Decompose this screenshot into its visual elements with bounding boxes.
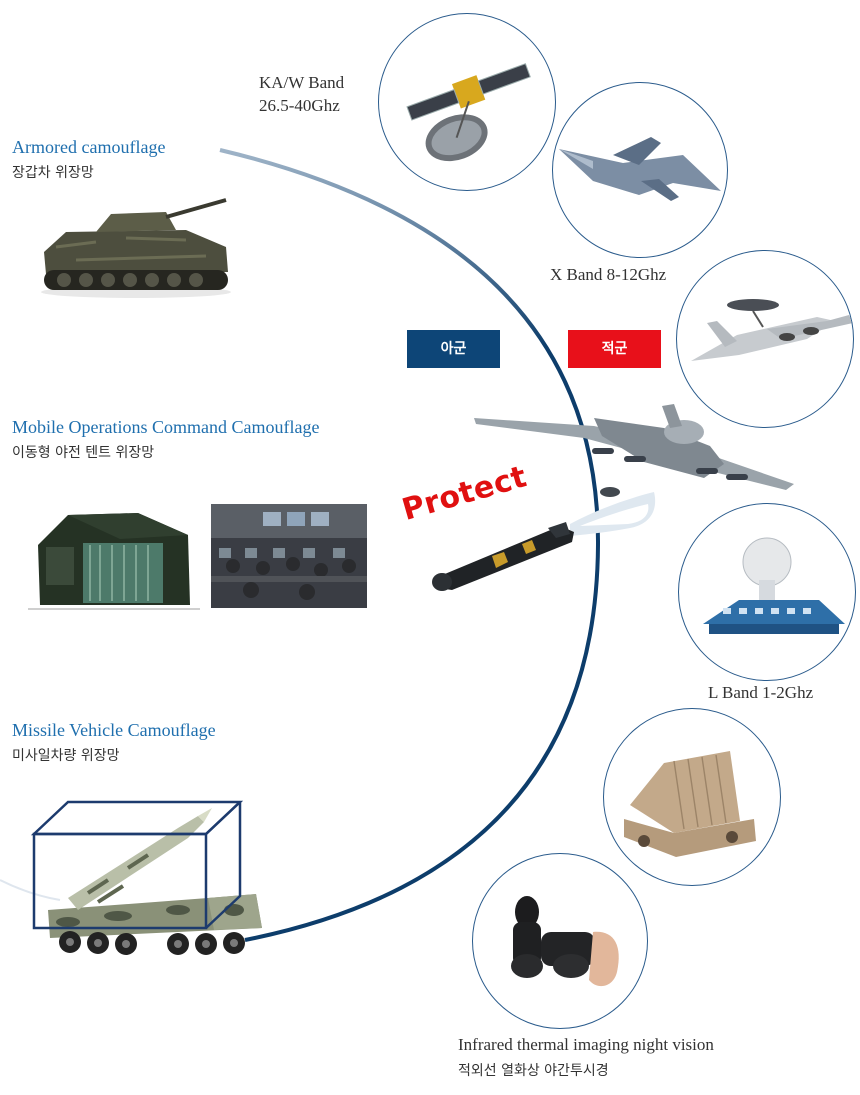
command-title: Mobile Operations Command Camouflage <box>12 417 320 437</box>
missile-launcher-image <box>30 800 262 955</box>
armored-vehicle-image <box>41 198 231 298</box>
command-room-image <box>211 504 367 608</box>
ally-tag: 아군 <box>407 330 500 368</box>
missile-subtitle: 미사일차량 위장망 <box>12 748 120 764</box>
uav-drone-image <box>474 404 794 497</box>
infrared-label: Infrared thermal imaging night vision <box>458 1035 714 1054</box>
enemy-tag: 적군 <box>568 330 661 368</box>
x-band-label: X Band 8-12Ghz <box>550 265 667 284</box>
ka-band-label: KA/W Band <box>259 73 345 92</box>
fighter-jet-circle <box>552 82 728 258</box>
binoculars-circle <box>472 853 648 1029</box>
fighter-jet-icon <box>559 137 721 201</box>
binoculars-icon <box>511 896 619 987</box>
radar-station-circle <box>678 503 856 681</box>
armored-subtitle: 장갑차 위장망 <box>12 165 94 181</box>
command-subtitle: 이동형 야전 텐트 위장망 <box>12 445 155 461</box>
awacs-circle <box>676 250 854 428</box>
ka-band-frequency: 26.5-40Ghz <box>259 96 340 115</box>
radar-array-icon <box>624 751 756 857</box>
l-band-label: L Band 1-2Ghz <box>708 683 814 702</box>
armored-title: Armored camouflage <box>12 137 166 157</box>
radar-array-circle <box>603 708 781 886</box>
radar-station-icon <box>703 537 845 634</box>
satellite-icon <box>406 63 531 162</box>
awacs-aircraft-icon <box>691 299 853 361</box>
satellite-circle <box>378 13 556 191</box>
missile-title: Missile Vehicle Camouflage <box>12 720 216 740</box>
missile-image <box>432 492 656 591</box>
infrared-subtitle: 적외선 열화상 야간투시경 <box>458 1063 609 1079</box>
field-tent-image <box>28 513 200 610</box>
